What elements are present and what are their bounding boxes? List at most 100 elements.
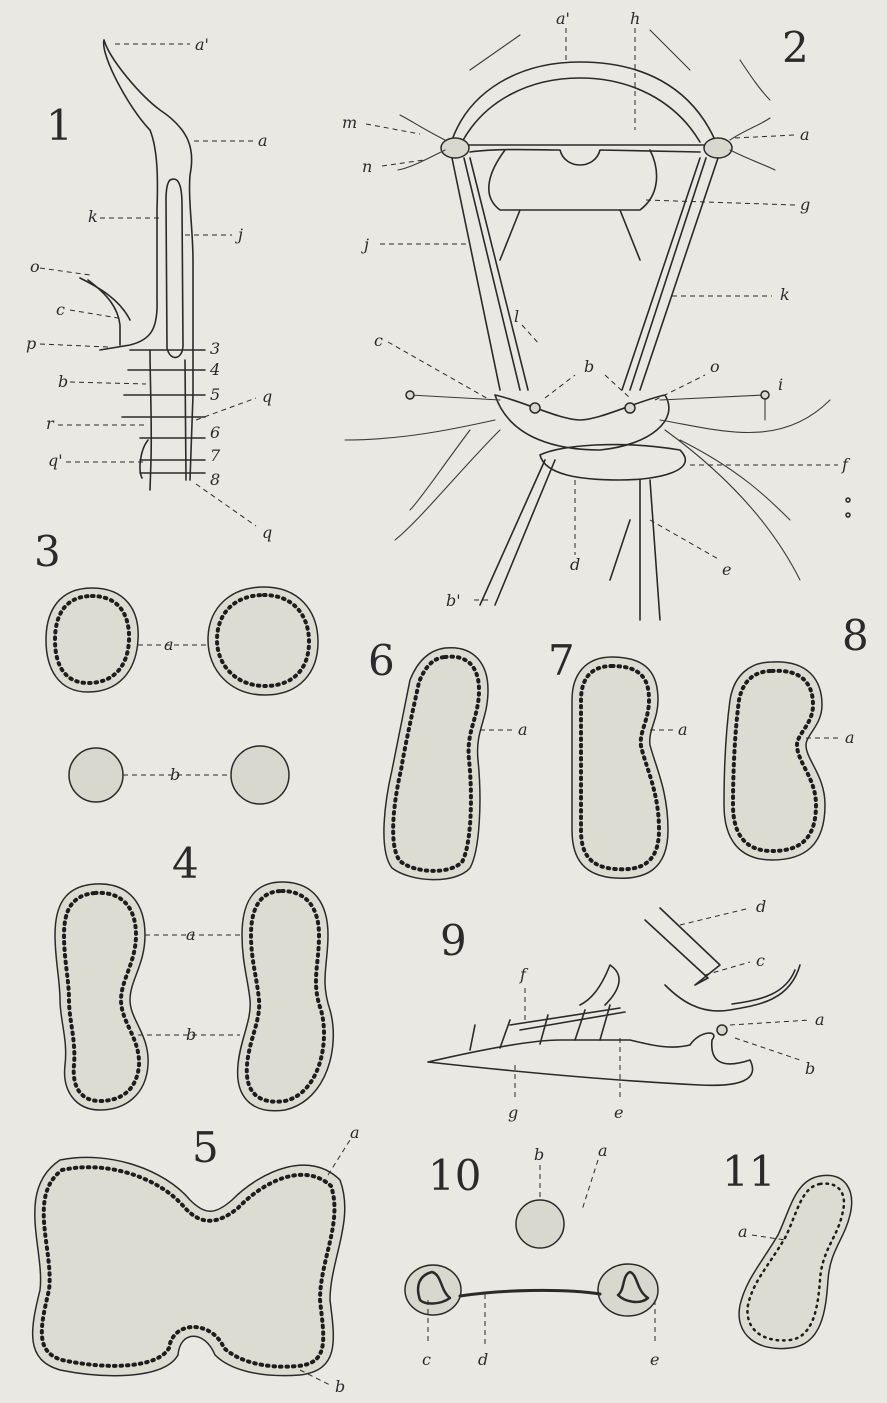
fig2-label-b: b [584, 357, 594, 376]
figure-1-number: 1 [46, 101, 73, 150]
fig1-label-r: r [46, 414, 55, 433]
fig2-node-b-left [530, 403, 540, 413]
fig1-stem-outline [88, 40, 193, 480]
figure-2: 2 [342, 9, 851, 620]
fig2-label-f: f [841, 455, 851, 474]
fig10-label-c: c [422, 1350, 431, 1369]
figure-9-number: 9 [440, 916, 467, 965]
fig1-label-o: o [30, 257, 40, 276]
fig10-label-a: a [598, 1141, 608, 1160]
fig1-label-c: c [56, 300, 65, 319]
fig2-lower-loop [540, 445, 685, 480]
fig2-crossbar [455, 145, 715, 165]
figure-10-number: 10 [428, 1151, 481, 1200]
fig1-section-4: 4 [209, 360, 220, 379]
fig1-label-q-upper: q [262, 387, 272, 406]
figure-6-number: 6 [368, 636, 395, 685]
fig3-section-left [46, 588, 138, 692]
fig3-label-b: b [170, 765, 180, 784]
figure-8: 8 a [724, 611, 869, 860]
figure-11-number: 11 [722, 1147, 775, 1196]
fig2-label-a: a [800, 125, 810, 144]
fig2-dot-2 [846, 498, 850, 502]
fig1-label-p: p [26, 334, 36, 353]
figure-5: 5 a b [33, 1123, 360, 1396]
fig1-label-b: b [58, 372, 68, 391]
fig1-label-j: j [235, 225, 243, 244]
fig9-tail [665, 965, 800, 1011]
fig3-label-a: a [164, 635, 174, 654]
fig11-label-a: a [738, 1222, 748, 1241]
fig4-label-b: b [186, 1025, 196, 1044]
fig2-label-b-prime: b' [446, 591, 461, 610]
fig2-label-n: n [362, 157, 372, 176]
fig2-label-o: o [710, 357, 720, 376]
fig9-label-f: f [519, 965, 529, 984]
fig1-lower-cord [140, 350, 186, 490]
figure-3-number: 3 [34, 527, 61, 576]
figure-10: 10 b a c d e [405, 1141, 659, 1369]
figure-7-number: 7 [548, 636, 575, 685]
fig6-section [384, 648, 488, 880]
figure-4: 4 a b [55, 839, 333, 1111]
fig5-label-a: a [350, 1123, 360, 1142]
fig10-circle-b [516, 1200, 564, 1248]
fig2-label-e: e [722, 560, 731, 579]
fig2-nerve-e [610, 480, 660, 620]
fig2-label-a-prime: a' [556, 9, 570, 28]
fig9-body-outline [428, 1033, 753, 1085]
fig2-label-c: c [374, 331, 383, 350]
fig1-branch-o [80, 278, 130, 320]
figure-3: 3 a b [34, 527, 318, 804]
fig2-label-h: h [630, 9, 640, 28]
fig1-label-q-lower: q [262, 523, 272, 542]
fig9-label-d: d [756, 897, 766, 916]
fig1-section-6: 6 [210, 423, 220, 442]
fig7-section [572, 657, 668, 878]
fig9-label-b: b [805, 1059, 815, 1078]
fig1-section-3: 3 [210, 339, 220, 358]
fig10-label-e: e [650, 1350, 659, 1369]
fig2-connective-left [452, 158, 528, 390]
fig10-bridge-d [460, 1290, 600, 1296]
fig5-label-b: b [335, 1377, 345, 1396]
fig2-label-d: d [570, 555, 580, 574]
fig2-label-m: m [342, 113, 357, 132]
figure-4-number: 4 [172, 839, 199, 888]
fig2-nerve-b-prime [480, 460, 555, 605]
fig2-inner-loop [489, 150, 657, 260]
fig2-ganglion-right [704, 138, 732, 158]
fig9-label-a: a [815, 1010, 825, 1029]
figure-8-number: 8 [842, 611, 869, 660]
fig2-label-l: l [514, 307, 519, 326]
fig1-label-a-prime: a' [195, 35, 209, 54]
fig9-label-e: e [614, 1103, 623, 1122]
fig2-lower-mass [495, 395, 669, 450]
fig2-label-i: i [778, 375, 783, 394]
fig11-section [739, 1175, 852, 1348]
fig2-end-left [406, 391, 414, 399]
figure-6: 6 a [368, 636, 528, 880]
fig5-section [33, 1157, 345, 1375]
fig1-label-k: k [88, 207, 98, 226]
fig9-label-g: g [508, 1103, 518, 1122]
fig3-small-left [69, 748, 123, 802]
fig4-label-a: a [186, 925, 196, 944]
fig10-label-d: d [478, 1350, 488, 1369]
fig2-upper-arch [452, 62, 715, 142]
fig1-section-8: 8 [210, 470, 220, 489]
fig10-label-b: b [534, 1145, 544, 1164]
fig1-inner-canal [166, 179, 183, 357]
fig2-label-k: k [780, 285, 790, 304]
figure-2-number: 2 [782, 23, 809, 72]
fig3-small-right [231, 746, 289, 804]
figure-11: 11 a [722, 1147, 852, 1349]
fig1-label-q-prime: q' [48, 451, 63, 470]
figure-7: 7 a [548, 636, 688, 878]
fig3-section-right [208, 587, 318, 695]
figure-9: 9 d c f a b g e [428, 897, 825, 1122]
fig8-label-a: a [845, 728, 855, 747]
fig7-label-a: a [678, 720, 688, 739]
fig2-dot-1 [846, 513, 850, 517]
